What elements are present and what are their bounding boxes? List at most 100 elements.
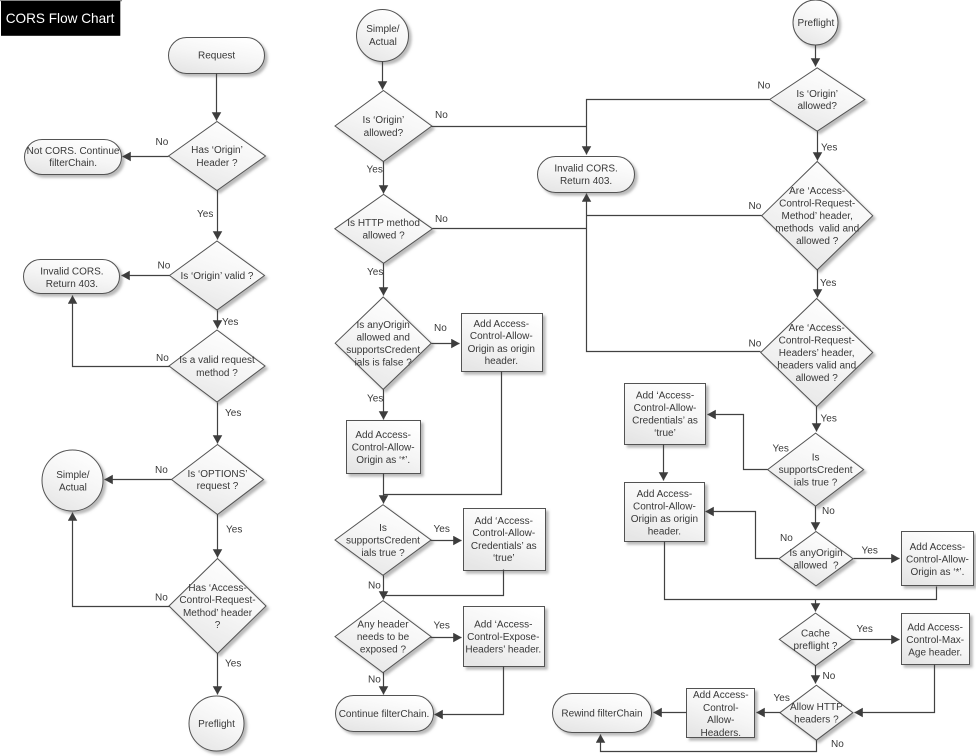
svg-text:Is HTTP method: Is HTTP method [347, 218, 420, 229]
svg-text:allowed ?: allowed ? [362, 231, 405, 242]
svg-text:No: No [155, 465, 168, 476]
svg-text:Return 403.: Return 403. [46, 279, 98, 290]
svg-text:Yes: Yes [862, 546, 878, 557]
svg-text:Control-Allow-: Control-Allow- [906, 555, 969, 566]
svg-text:Credentials’ as: Credentials’ as [632, 415, 698, 426]
svg-text:Header ?: Header ? [196, 158, 238, 169]
svg-text:supportsCredent: supportsCredent [779, 465, 853, 476]
svg-text:CORS Flow Chart: CORS Flow Chart [6, 11, 115, 26]
svg-text:allowed?: allowed? [364, 128, 404, 139]
svg-text:Add Access-: Add Access- [910, 542, 966, 553]
svg-text:Yes: Yes [773, 444, 789, 455]
svg-text:Control-Request-: Control-Request- [779, 336, 855, 347]
svg-text:Has ‘Origin’: Has ‘Origin’ [191, 145, 243, 156]
svg-text:Add Access-: Add Access- [355, 430, 411, 441]
svg-text:Control-: Control- [703, 703, 739, 714]
svg-text:allowed ?: allowed ? [796, 373, 839, 384]
svg-text:needs to be: needs to be [357, 632, 410, 643]
svg-text:Headers’ header,: Headers’ header, [779, 348, 855, 359]
svg-text:headers ?: headers ? [794, 715, 839, 726]
svg-text:request ?: request ? [197, 481, 239, 492]
svg-text:Is anyOrigin: Is anyOrigin [789, 548, 842, 559]
svg-text:Yes: Yes [225, 408, 241, 419]
svg-text:Add Access-: Add Access- [474, 319, 530, 330]
svg-text:Method’ header,: Method’ header, [782, 211, 853, 222]
svg-text:‘true’: ‘true’ [493, 553, 515, 564]
svg-text:header.: header. [648, 526, 681, 537]
svg-text:Invalid CORS.: Invalid CORS. [40, 266, 103, 277]
svg-text:No: No [368, 581, 381, 592]
svg-text:Allow HTTP: Allow HTTP [790, 702, 843, 713]
svg-text:Yes: Yes [226, 525, 242, 536]
svg-text:No: No [435, 110, 448, 121]
svg-text:Control-Max-: Control-Max- [906, 635, 964, 646]
svg-text:Has ‘Access-: Has ‘Access- [188, 583, 246, 594]
svg-text:Yes: Yes [820, 278, 836, 289]
svg-text:Add ‘Access-: Add ‘Access- [474, 620, 532, 631]
svg-text:Yes: Yes [434, 621, 450, 632]
svg-text:Cache: Cache [801, 629, 830, 640]
svg-text:allowed?: allowed? [797, 101, 837, 112]
svg-text:Return 403.: Return 403. [560, 176, 612, 187]
svg-text:Actual: Actual [59, 482, 87, 493]
svg-text:Origin as ‘*’.: Origin as ‘*’. [356, 455, 410, 466]
svg-text:ials true ?: ials true ? [361, 548, 405, 559]
svg-text:allowed ?: allowed ? [793, 561, 838, 572]
svg-text:Control-Request-: Control-Request- [779, 199, 855, 210]
svg-text:Age header.: Age header. [908, 647, 962, 658]
svg-text:Origin as ‘*’.: Origin as ‘*’. [910, 567, 964, 578]
svg-text:Invalid CORS.: Invalid CORS. [554, 163, 617, 174]
svg-text:ials true ?: ials true ? [794, 478, 838, 489]
svg-text:Is ‘OPTIONS’: Is ‘OPTIONS’ [187, 469, 247, 480]
svg-text:methods valid and: methods valid and [775, 224, 859, 235]
svg-text:Add ‘Access-: Add ‘Access- [636, 390, 694, 401]
svg-text:allowed and: allowed and [357, 332, 410, 343]
svg-text:No: No [780, 533, 793, 544]
svg-text:Yes: Yes [821, 414, 837, 425]
svg-text:Origin as origin: Origin as origin [468, 344, 535, 355]
svg-text:No: No [749, 339, 762, 350]
svg-text:Are ‘Access-: Are ‘Access- [789, 186, 845, 197]
svg-text:Control-Allow-: Control-Allow- [352, 443, 415, 454]
svg-text:Yes: Yes [367, 394, 383, 405]
svg-text:Is anyOrigin: Is anyOrigin [357, 320, 410, 331]
svg-text:Is ‘Origin’ valid ?: Is ‘Origin’ valid ? [181, 271, 254, 282]
svg-text:No: No [822, 506, 835, 517]
svg-text:Yes: Yes [434, 524, 450, 535]
svg-text:Is a valid request: Is a valid request [179, 355, 255, 366]
svg-text:Allow-: Allow- [707, 715, 734, 726]
svg-text:Preflight: Preflight [198, 719, 235, 730]
svg-text:Yes: Yes [774, 693, 790, 704]
svg-text:Add Access-: Add Access- [637, 489, 693, 500]
svg-text:supportsCredent: supportsCredent [346, 345, 420, 356]
svg-text:Control-Allow-: Control-Allow- [634, 403, 697, 414]
svg-text:Yes: Yes [197, 209, 213, 220]
svg-text:method ?: method ? [196, 368, 238, 379]
svg-text:Request: Request [198, 51, 235, 62]
svg-text:filterChain.: filterChain. [49, 158, 97, 169]
svg-text:No: No [156, 137, 169, 148]
svg-text:No: No [434, 323, 447, 334]
svg-text:Actual: Actual [369, 37, 397, 48]
svg-text:supportsCredent: supportsCredent [346, 536, 420, 547]
svg-text:Credentials’ as: Credentials’ as [471, 541, 537, 552]
svg-text:?: ? [215, 620, 221, 631]
svg-text:headers valid and: headers valid and [777, 361, 856, 372]
svg-text:No: No [156, 353, 169, 364]
svg-text:preflight ?: preflight ? [794, 641, 838, 652]
svg-text:Is ‘Origin’: Is ‘Origin’ [363, 115, 405, 126]
svg-text:Simple/: Simple/ [56, 470, 90, 481]
svg-text:Add Access-: Add Access- [693, 690, 749, 701]
svg-text:Continue filterChain.: Continue filterChain. [339, 709, 430, 720]
svg-text:Not CORS. Continue: Not CORS. Continue [27, 146, 120, 157]
svg-text:Preflight: Preflight [798, 18, 835, 29]
svg-text:Is: Is [812, 453, 820, 464]
svg-text:Headers’ header.: Headers’ header. [465, 645, 541, 656]
svg-text:Yes: Yes [225, 659, 241, 670]
svg-text:Are ‘Access-: Are ‘Access- [789, 323, 845, 334]
svg-text:Yes: Yes [367, 267, 383, 278]
svg-text:allowed ?: allowed ? [796, 236, 839, 247]
svg-text:No: No [158, 261, 171, 272]
svg-text:Any header: Any header [357, 620, 409, 631]
svg-text:Yes: Yes [821, 143, 837, 154]
